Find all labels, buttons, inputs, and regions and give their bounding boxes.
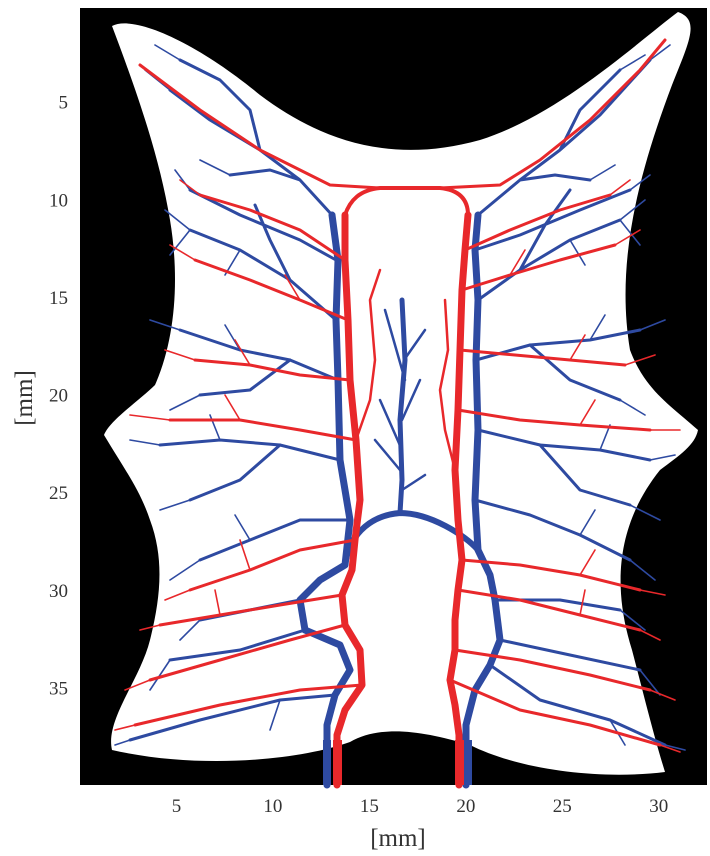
x-axis-ticks: 5 10 15 20 25 30 — [172, 796, 669, 817]
x-tick-label: 20 — [456, 796, 475, 817]
y-tick-label: 15 — [49, 288, 68, 309]
x-tick-label: 10 — [263, 796, 282, 817]
y-tick-label: 35 — [49, 678, 68, 699]
x-tick-label: 5 — [172, 796, 182, 817]
artery-inlet-left — [333, 740, 342, 785]
vein-inlet-right — [464, 740, 472, 785]
y-axis-ticks: 5 10 15 20 25 30 35 — [49, 93, 68, 700]
y-tick-label: 10 — [49, 190, 68, 211]
x-tick-label: 15 — [360, 796, 379, 817]
y-tick-label: 20 — [49, 386, 68, 407]
x-axis-label: [mm] — [370, 825, 426, 852]
y-tick-label: 25 — [49, 483, 68, 504]
y-tick-label: 30 — [49, 581, 68, 602]
y-tick-label: 5 — [59, 93, 69, 114]
y-axis-label: [mm] — [11, 370, 38, 426]
vein-inlet-left — [323, 740, 331, 785]
x-tick-label: 30 — [649, 796, 668, 817]
artery-inlet-right — [455, 740, 464, 785]
x-tick-label: 25 — [553, 796, 572, 817]
